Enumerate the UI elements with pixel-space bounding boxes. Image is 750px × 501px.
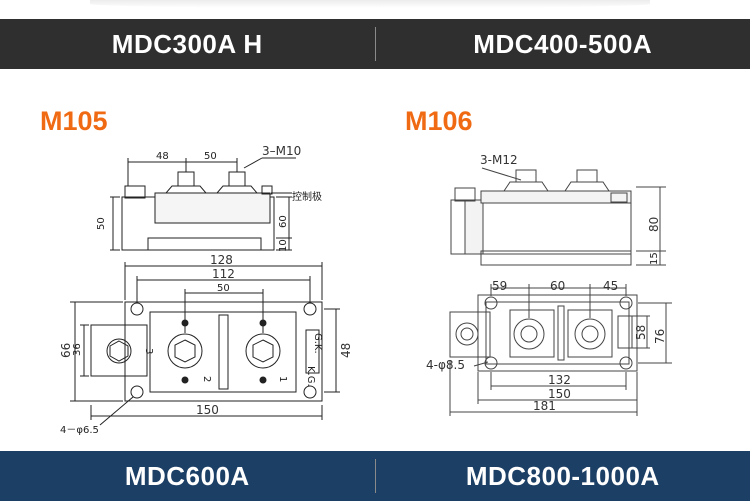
left-dim-10: 10: [278, 239, 289, 252]
right-dim-15: 15: [649, 252, 660, 265]
left-dim-48: 48: [156, 151, 169, 162]
right-dim-80: 80: [647, 217, 661, 232]
left-dim-36: 36: [72, 343, 83, 356]
right-side-view: [450, 167, 666, 266]
left-pin-2: 2: [201, 376, 212, 382]
right-thread-label: 3-M12: [480, 153, 518, 167]
right-top-view: [449, 284, 672, 416]
left-dim-128: 128: [210, 253, 233, 267]
top-shadow: [90, 0, 650, 8]
left-dim-66: 66: [59, 343, 73, 358]
left-dim-112: 112: [212, 267, 235, 281]
left-dim-60: 60: [278, 215, 289, 228]
left-hole-label: 4－φ6.5: [60, 425, 99, 436]
left-kg-label: K.G.: [305, 366, 316, 387]
right-dim-58: 58: [634, 325, 648, 340]
left-package-title: M105: [40, 106, 108, 136]
left-dim-48-top: 48: [339, 343, 353, 358]
left-thread-label: 3–M10: [262, 144, 301, 158]
left-side-view: [110, 157, 296, 251]
left-dim-150: 150: [196, 403, 219, 417]
right-dim-181: 181: [533, 399, 556, 413]
bottom-right-model-label: MDC800-1000A: [465, 460, 660, 491]
right-dim-150: 150: [548, 387, 571, 401]
right-dim-45: 45: [603, 279, 618, 293]
top-left-model-label: MDC300A H: [111, 28, 263, 59]
left-control-pole-label: 控制极: [292, 190, 322, 203]
right-dim-76: 76: [653, 329, 667, 344]
left-pin-3: 3: [143, 348, 154, 354]
footer-divider: [374, 459, 376, 493]
right-dim-132: 132: [548, 373, 571, 387]
right-hole-label: 4-φ8.5: [426, 358, 465, 372]
left-dim-height: 50: [96, 217, 107, 230]
left-dim-50: 50: [204, 151, 217, 162]
right-dim-59: 59: [492, 279, 507, 293]
left-top-view: [70, 262, 340, 426]
right-package-title: M106: [405, 106, 473, 136]
bottom-footer-bar: MDC600A MDC800-1000A: [0, 451, 750, 501]
right-dim-60: 60: [550, 279, 565, 293]
left-dim-50-top: 50: [217, 283, 230, 294]
top-header-bar: MDC300A H MDC400-500A: [0, 19, 750, 69]
left-pin-1: 1: [277, 376, 288, 382]
top-right-model-label: MDC400-500A: [473, 28, 653, 59]
header-divider: [374, 27, 376, 61]
left-gk-label: G.K.: [312, 333, 323, 354]
bottom-left-model-label: MDC600A: [124, 460, 250, 491]
